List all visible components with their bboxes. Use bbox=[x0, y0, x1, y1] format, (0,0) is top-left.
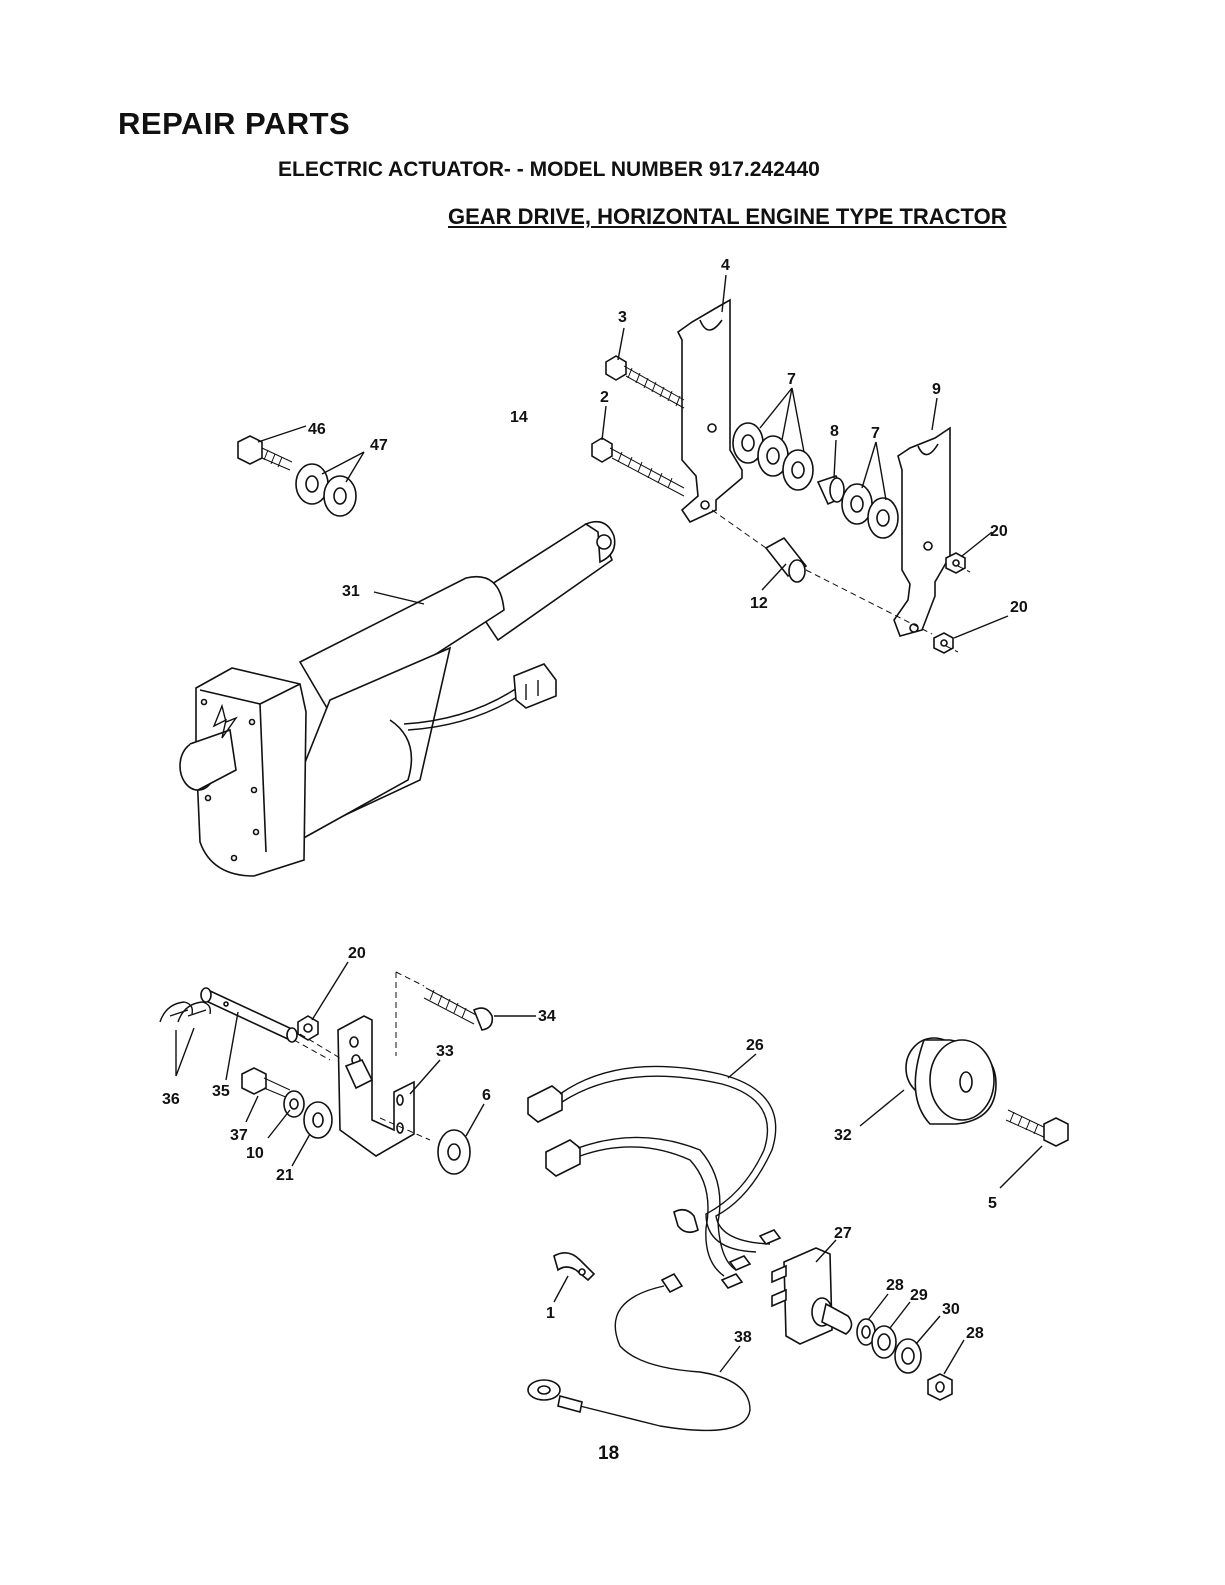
toggle-switch-part bbox=[772, 1248, 852, 1344]
callout-label: 14 bbox=[510, 409, 528, 426]
bolt-part bbox=[238, 436, 292, 470]
washer-part bbox=[284, 1091, 332, 1138]
bolt-part bbox=[606, 356, 684, 408]
callout-label: 12 bbox=[750, 595, 768, 612]
callout-label: 20 bbox=[1010, 599, 1028, 616]
callout-label: 8 bbox=[830, 423, 839, 440]
callout-label: 32 bbox=[834, 1127, 852, 1144]
page-number: 18 bbox=[598, 1443, 619, 1465]
bracket-part bbox=[894, 428, 950, 636]
nut-part bbox=[934, 633, 953, 653]
callout-label: 26 bbox=[746, 1037, 764, 1054]
bolt-part bbox=[1006, 1110, 1068, 1146]
bracket-part bbox=[338, 1016, 414, 1156]
callout-label: 28 bbox=[886, 1277, 904, 1294]
nut-part bbox=[928, 1374, 952, 1400]
lock-washer-part bbox=[872, 1326, 896, 1358]
callout-label: 37 bbox=[230, 1127, 248, 1144]
callout-label: 34 bbox=[538, 1008, 556, 1025]
callout-label: 36 bbox=[162, 1091, 180, 1108]
washer-part bbox=[895, 1339, 921, 1373]
callout-label: 3 bbox=[618, 309, 627, 326]
callout-label: 33 bbox=[436, 1043, 454, 1060]
callout-label: 6 bbox=[482, 1087, 491, 1104]
callout-label: 4 bbox=[721, 257, 730, 274]
callout-label: 38 bbox=[734, 1329, 752, 1346]
hair-pin-clip-part bbox=[160, 1002, 210, 1022]
callout-label: 9 bbox=[932, 381, 941, 398]
callout-label: 46 bbox=[308, 421, 326, 438]
callout-label: 29 bbox=[910, 1287, 928, 1304]
clip-part bbox=[554, 1253, 594, 1280]
nut-part bbox=[298, 1016, 318, 1040]
callout-label: 27 bbox=[834, 1225, 852, 1242]
bracket-part bbox=[678, 300, 742, 522]
callout-label: 5 bbox=[988, 1195, 997, 1212]
callout-label: 2 bbox=[600, 389, 609, 406]
callout-label: 30 bbox=[942, 1301, 960, 1318]
callout-label: 7 bbox=[787, 371, 796, 388]
callout-label: 47 bbox=[370, 437, 388, 454]
callout-label: 10 bbox=[246, 1145, 264, 1162]
spacer-part bbox=[766, 538, 806, 582]
electric-actuator-part bbox=[180, 522, 615, 876]
bolt-part bbox=[424, 988, 492, 1030]
knob-part bbox=[906, 1038, 996, 1124]
washer-part bbox=[842, 484, 898, 538]
bolt-part bbox=[242, 1068, 290, 1098]
clevis-pin-part bbox=[201, 988, 297, 1042]
callout-label: 7 bbox=[871, 425, 880, 442]
callout-label: 21 bbox=[276, 1167, 294, 1184]
bolt-part bbox=[592, 438, 684, 496]
callout-label: 20 bbox=[990, 523, 1008, 540]
callout-label: 28 bbox=[966, 1325, 984, 1342]
callout-label: 35 bbox=[212, 1083, 230, 1100]
callout-label: 31 bbox=[342, 583, 360, 600]
washer-part bbox=[438, 1130, 470, 1174]
callout-label: 20 bbox=[348, 945, 366, 962]
callout-label: 1 bbox=[546, 1305, 555, 1322]
ground-wire-part bbox=[528, 1274, 750, 1430]
